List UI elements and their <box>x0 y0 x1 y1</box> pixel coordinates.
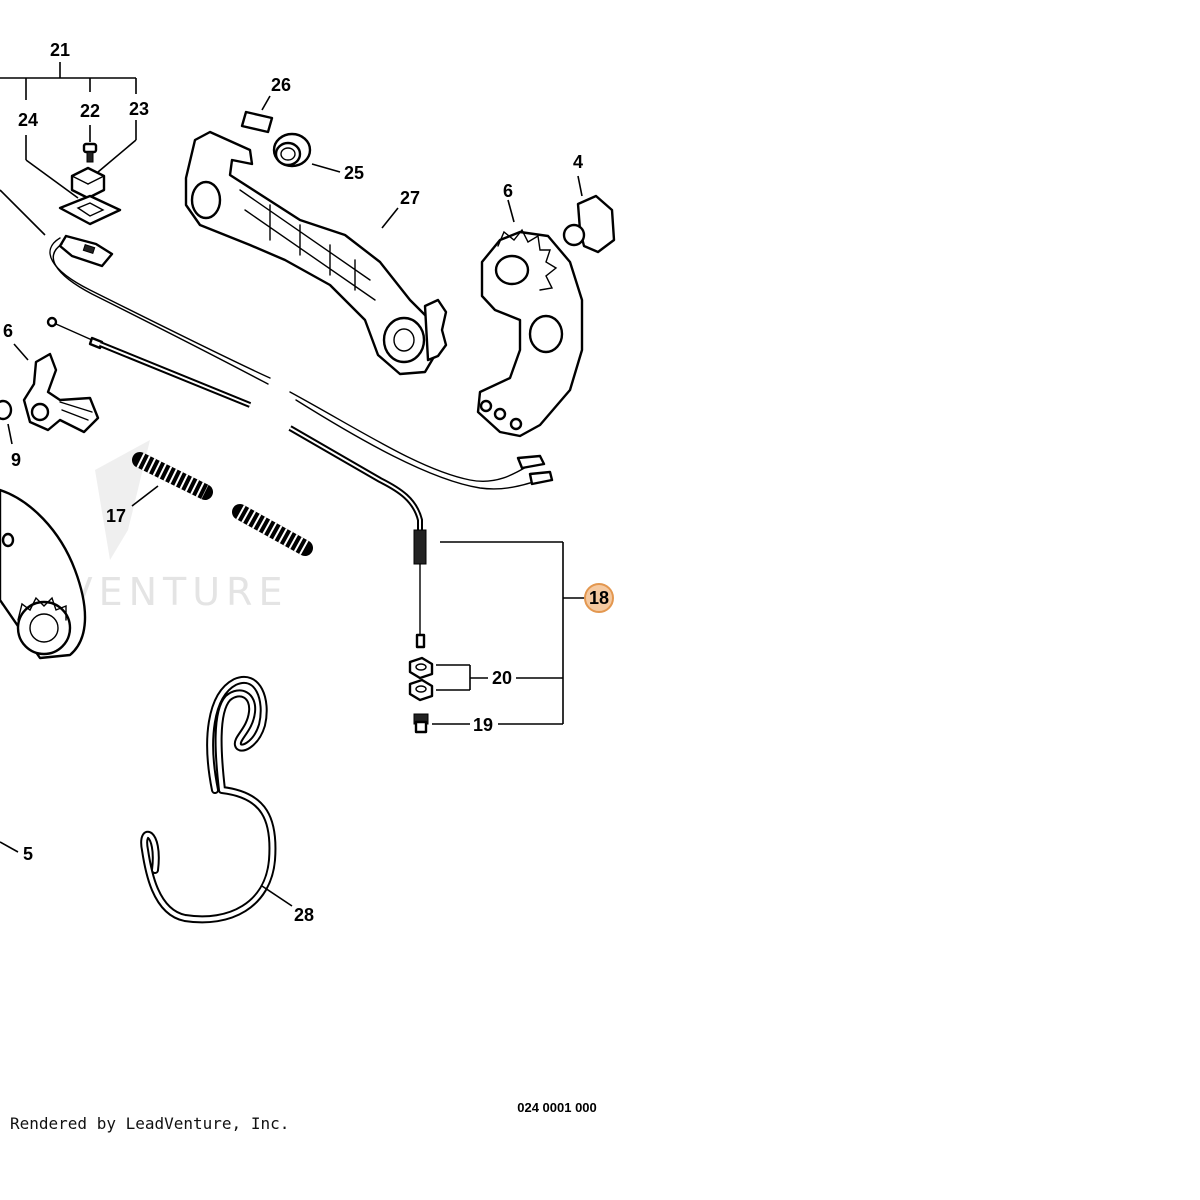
nut-9 <box>0 399 13 445</box>
callout-18-highlight[interactable]: 18 <box>584 583 614 613</box>
callout-26[interactable]: 26 <box>271 75 291 95</box>
callout-19[interactable]: 19 <box>473 715 493 735</box>
callout-27[interactable]: 27 <box>400 188 420 208</box>
callout-6-right[interactable]: 6 <box>503 181 513 201</box>
callout-6-left[interactable]: 6 <box>3 321 13 341</box>
gear-segment-6-right <box>476 199 584 438</box>
callout-25[interactable]: 25 <box>344 163 364 183</box>
callout-21-bracket <box>0 62 137 236</box>
spring-17 <box>131 452 313 556</box>
callout-5[interactable]: 5 <box>23 844 33 864</box>
nut-23 <box>70 166 106 200</box>
callout-22[interactable]: 22 <box>80 101 100 121</box>
grommet-25 <box>272 132 341 173</box>
callout-9[interactable]: 9 <box>11 450 21 470</box>
callout-18[interactable]: 18 <box>589 588 609 608</box>
callout-18-bracket <box>432 541 585 725</box>
adjuster-19 <box>413 713 429 734</box>
throttle-trigger-6-left <box>13 343 100 434</box>
bushing-4 <box>562 175 616 254</box>
callout-21[interactable]: 21 <box>50 40 70 60</box>
callout-20[interactable]: 20 <box>492 668 512 688</box>
diagram-code: 024 0001 000 <box>517 1100 597 1115</box>
callout-17[interactable]: 17 <box>106 506 126 526</box>
callout-23[interactable]: 23 <box>129 99 149 119</box>
label-26 <box>240 95 274 134</box>
nuts-20 <box>408 656 434 702</box>
callout-24[interactable]: 24 <box>18 110 38 130</box>
handle-half-5 <box>0 488 87 853</box>
callout-4[interactable]: 4 <box>573 152 583 172</box>
switch-and-wires <box>49 234 554 490</box>
callout-28[interactable]: 28 <box>294 905 314 925</box>
render-credit: Rendered by LeadVenture, Inc. <box>10 1114 290 1133</box>
handle-housing-27 <box>184 130 448 376</box>
throttle-cable-18 <box>46 316 427 649</box>
plate-24 <box>58 194 122 226</box>
screw-22 <box>82 142 98 163</box>
wire-hook-28 <box>140 676 293 924</box>
